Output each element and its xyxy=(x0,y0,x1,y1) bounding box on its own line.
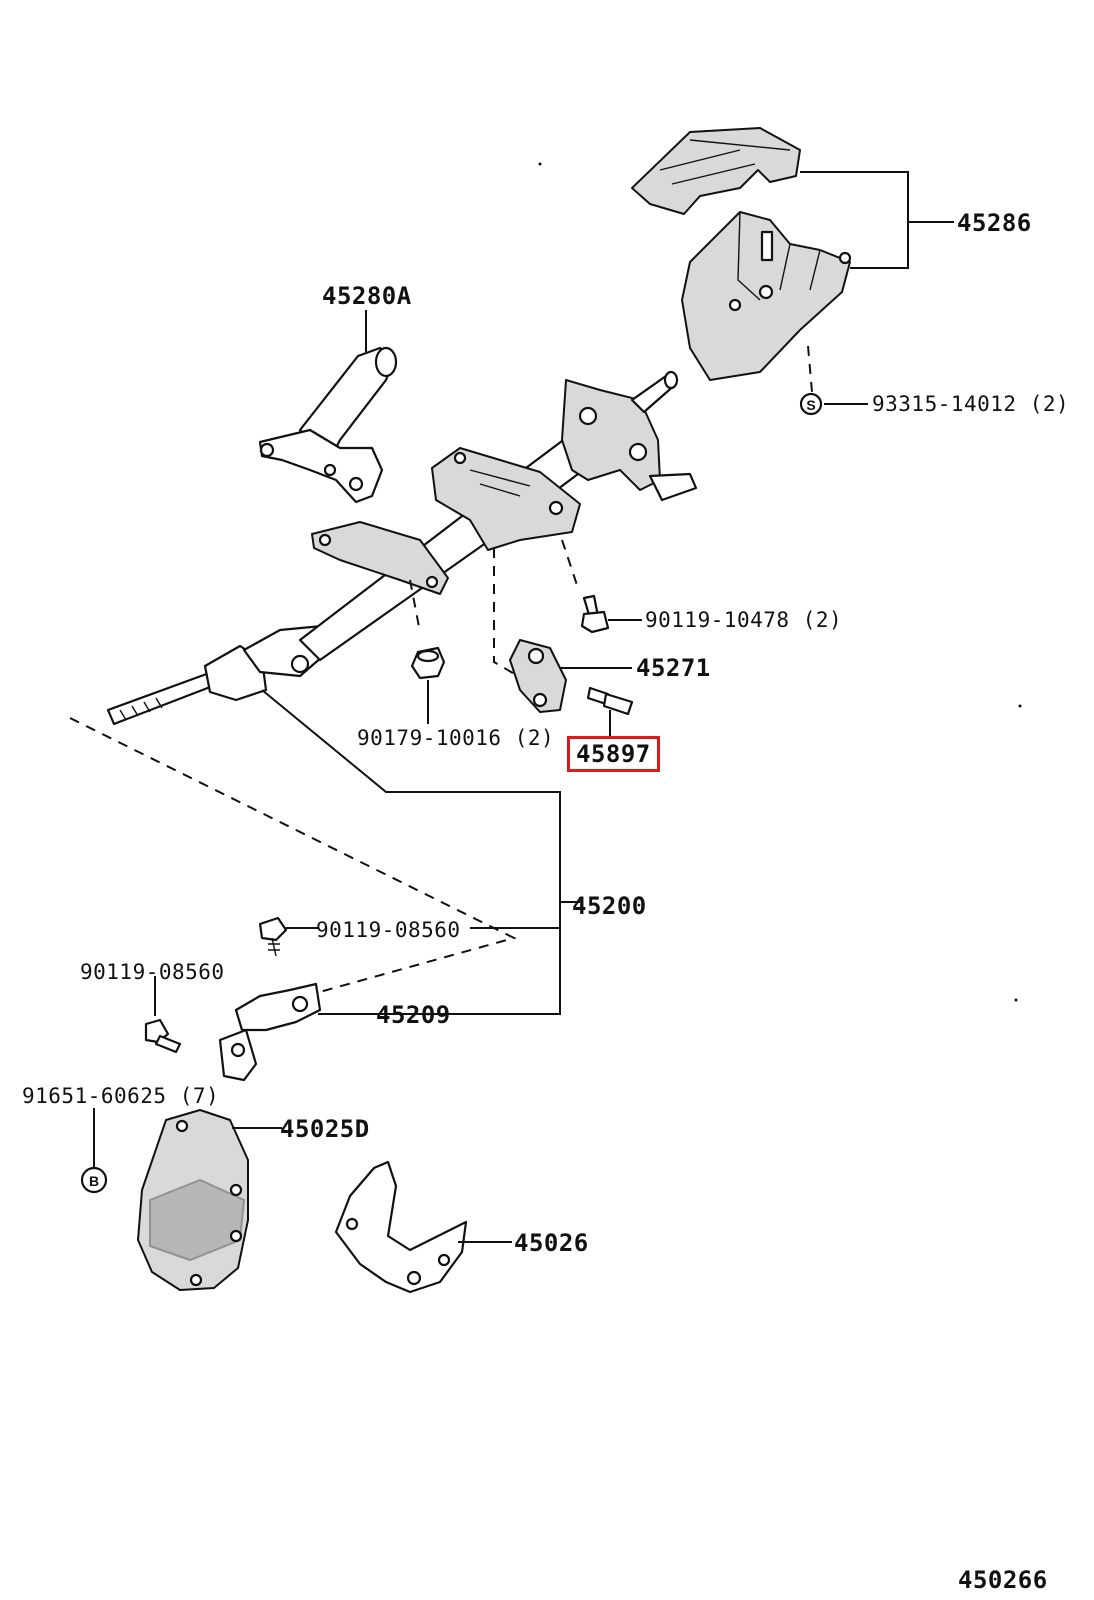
plate-45271-part xyxy=(509,639,567,713)
speck-mark xyxy=(1014,998,1018,1002)
column-cover-part xyxy=(631,127,852,381)
part-label-45286[interactable]: 45286 xyxy=(957,209,1032,237)
s-marker-circle xyxy=(799,392,823,416)
leader-column-dash-a xyxy=(493,548,519,677)
leader-column-dash-b xyxy=(409,579,421,633)
joint-45209-part xyxy=(218,982,322,1082)
s-marker-symbol: S xyxy=(806,397,815,413)
nut-90179-part xyxy=(410,646,446,680)
part-label-45026[interactable]: 45026 xyxy=(514,1229,589,1257)
pin-45897-part xyxy=(586,686,634,716)
bracket-45280a-part xyxy=(258,346,398,504)
leader-93315 xyxy=(807,345,813,393)
part-label-45280a[interactable]: 45280A xyxy=(322,282,412,310)
part-label-45200[interactable]: 45200 xyxy=(572,892,647,920)
b-marker-circle xyxy=(80,1166,108,1194)
part-label-90119-08560-b[interactable]: 90119-08560 xyxy=(80,960,225,984)
part-label-90179[interactable]: 90179-10016 (2) xyxy=(357,726,555,750)
cover-45025d-part xyxy=(137,1109,249,1291)
part-label-90119-10478[interactable]: 90119-10478 (2) xyxy=(645,608,843,632)
part-label-45271[interactable]: 45271 xyxy=(636,654,711,682)
speck-mark xyxy=(538,162,542,166)
part-label-91651[interactable]: 91651-60625 (7) xyxy=(22,1084,220,1108)
b-marker-symbol: B xyxy=(89,1173,99,1189)
bracket-45026-part xyxy=(334,1160,468,1294)
part-label-45025d[interactable]: 45025D xyxy=(280,1115,370,1143)
leader-45286 xyxy=(800,171,954,269)
steering-column-part xyxy=(106,370,698,726)
bolt-90119-10478-part xyxy=(580,594,610,634)
bolt-90119-08560-b-part xyxy=(144,1018,182,1054)
part-label-93315[interactable]: 93315-14012 (2) xyxy=(872,392,1070,416)
part-label-45897-highlighted[interactable]: 45897 xyxy=(567,736,660,772)
speck-mark xyxy=(1018,704,1022,708)
part-label-45209[interactable]: 45209 xyxy=(376,1001,451,1029)
bolt-90119-08560-a-part xyxy=(258,916,288,957)
leader-column-dash-c xyxy=(561,539,579,589)
figure-number: 450266 xyxy=(958,1566,1048,1594)
leader-column-dash-d xyxy=(69,717,517,999)
part-label-90119-08560-a[interactable]: 90119-08560 xyxy=(316,918,461,942)
leader-45200 xyxy=(261,689,580,1015)
